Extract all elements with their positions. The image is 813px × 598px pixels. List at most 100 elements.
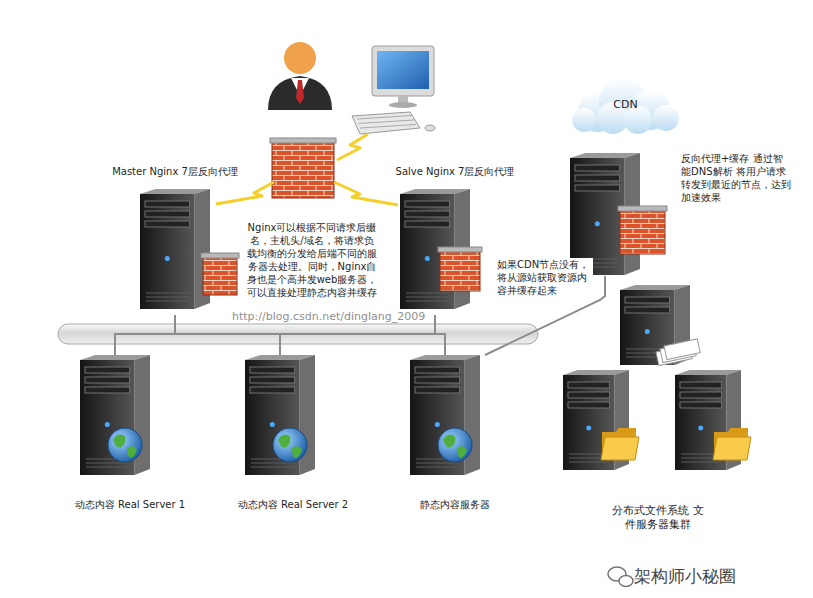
server-front — [140, 194, 195, 309]
vent-slot — [406, 293, 449, 294]
drive-bay — [625, 297, 670, 303]
cloud-puff — [653, 105, 679, 131]
paper-sheet — [664, 339, 700, 360]
node-label: Master Nginx 7层反向代理 — [112, 165, 238, 178]
cloud-shape — [572, 78, 679, 134]
drive-bay — [625, 307, 670, 313]
node-label: Salve Nginx 7层反向代理 — [396, 165, 515, 178]
drive-bay — [575, 165, 620, 171]
power-led — [105, 422, 110, 427]
power-led — [165, 256, 170, 261]
drive-bay — [415, 387, 460, 393]
node-drawing — [570, 153, 667, 275]
node-drawing — [400, 189, 482, 309]
drive-bay — [415, 377, 460, 383]
vent-slot — [681, 462, 720, 463]
drive-bay — [575, 175, 620, 181]
drive-bay — [568, 382, 609, 388]
vent-slot — [406, 301, 449, 302]
drive-bay — [405, 201, 450, 207]
cdn-server: 反向代理+缓存 通过智能DNS解析 将用户请求转发到最近的节点，达到加速效果 — [565, 148, 793, 276]
monitor-frame — [372, 46, 434, 96]
node-label: 动态内容 Real Server 1 — [75, 498, 185, 511]
globe — [438, 428, 472, 462]
watermark: http://blog.csdn.net/dinglang_2009 — [232, 310, 425, 324]
power-led — [645, 329, 650, 334]
keyboard-row — [360, 125, 416, 129]
watermark: 架构师小秘圈 — [634, 565, 736, 587]
vent-slot — [146, 297, 189, 298]
drive-bay — [575, 185, 620, 191]
vent-slot — [146, 293, 189, 294]
drive-bay — [85, 387, 130, 393]
mouse — [425, 125, 435, 131]
globe-land — [292, 446, 302, 458]
globe — [273, 428, 307, 462]
vent-slot — [86, 463, 129, 464]
proxy-server: Master Nginx 7层反向代理 — [105, 165, 245, 315]
vent-slot — [251, 463, 294, 464]
globe-land — [443, 435, 455, 448]
vent-slot — [569, 462, 608, 463]
globe-land — [113, 435, 125, 448]
keyboard — [352, 112, 420, 134]
drive-bay — [85, 377, 130, 383]
drive-bay — [145, 201, 190, 207]
firewall-wall — [620, 210, 665, 254]
globe-land — [127, 446, 137, 458]
node-picture — [65, 355, 195, 515]
monitor-screen — [377, 51, 429, 89]
node-label: 动态内容 Real Server 2 — [238, 498, 348, 511]
firewall-wall — [203, 257, 237, 295]
user-figure — [268, 42, 332, 110]
drive-bay — [568, 402, 609, 408]
globe-land — [457, 446, 467, 458]
drive-bay — [250, 387, 295, 393]
node-drawing — [563, 285, 751, 470]
node-drawing — [410, 355, 480, 475]
folder-front — [713, 437, 751, 460]
power-led — [595, 221, 600, 226]
drive-bay — [405, 221, 450, 227]
computer — [352, 46, 435, 134]
firewall — [270, 138, 336, 198]
user-body — [268, 76, 332, 110]
lightning-link — [334, 182, 398, 205]
power-led — [270, 422, 275, 427]
vent-slot — [406, 297, 449, 298]
node-drawing — [245, 355, 315, 475]
wechat-icon — [608, 567, 633, 587]
drive-bay — [250, 367, 295, 373]
connector — [435, 315, 445, 355]
user-tie — [296, 80, 304, 104]
vent-slot — [146, 301, 189, 302]
chat-bubble — [619, 576, 633, 587]
node-picture — [558, 282, 758, 540]
note-text: 如果CDN节点没有，将从源站获取资源内容并缓存起来 — [497, 258, 593, 297]
node-drawing — [572, 78, 679, 134]
drive-bay — [145, 211, 190, 217]
globe — [108, 428, 142, 462]
server-cluster: 分布式文件系统 文件服务器集群 — [558, 282, 758, 540]
cdn-cloud: CDN — [568, 78, 683, 133]
vent-slot — [416, 467, 459, 468]
node-drawing — [80, 355, 150, 475]
drive-bay — [568, 392, 609, 398]
drive-bay — [680, 382, 721, 388]
real-server: 动态内容 Real Server 2 — [228, 355, 358, 515]
firewall-wall — [272, 142, 334, 198]
node-label: 反向代理+缓存 通过智能DNS解析 将用户请求转发到最近的节点，达到加速效果 — [681, 152, 791, 204]
monitor-base — [389, 102, 417, 108]
user-head — [284, 42, 316, 74]
node-drawing — [140, 189, 239, 309]
node-label: CDN — [613, 98, 637, 112]
cloud-puff — [572, 108, 596, 132]
lightning-link — [216, 182, 274, 204]
vent-slot — [86, 467, 129, 468]
folder-front — [601, 437, 639, 460]
drive-bay — [680, 392, 721, 398]
node-picture — [105, 165, 245, 315]
static-server: 静态内容服务器 — [395, 355, 515, 515]
node-label: 静态内容服务器 — [420, 498, 490, 511]
vent-slot — [416, 463, 459, 464]
